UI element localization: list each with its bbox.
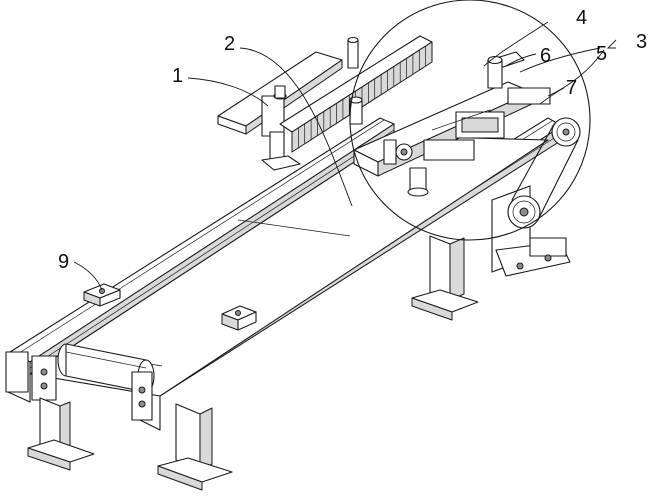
front-right-leg xyxy=(157,403,233,491)
callout-labels: 1 2 3 4 5 6 7 9 xyxy=(58,7,647,273)
drive-chain xyxy=(511,123,579,221)
mount-block-9 xyxy=(83,283,121,307)
front-left-leg xyxy=(27,397,95,471)
callout-4: 4 xyxy=(576,7,587,29)
front-drum-roller xyxy=(57,343,155,393)
callout-7: 7 xyxy=(566,77,577,99)
callout-1: 1 xyxy=(172,65,183,87)
callout-9: 9 xyxy=(58,251,69,273)
left-guide-assembly xyxy=(217,51,343,171)
detail-circle xyxy=(349,0,591,241)
callout-5: 5 xyxy=(596,43,607,65)
upper-sprocket xyxy=(551,117,581,147)
callout-2: 2 xyxy=(224,33,235,55)
lower-sprocket xyxy=(507,195,541,229)
right-clamp-assembly xyxy=(353,51,551,197)
callout-3: 3 xyxy=(636,31,647,53)
leader-lines xyxy=(73,21,617,291)
front-end-plates xyxy=(5,351,153,421)
rear-leg xyxy=(411,235,479,321)
callout-6: 6 xyxy=(540,45,551,67)
mount-block-mid xyxy=(221,305,257,331)
